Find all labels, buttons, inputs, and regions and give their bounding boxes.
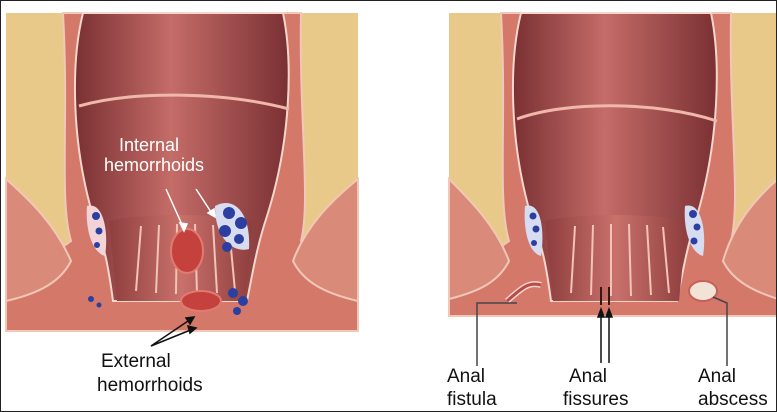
abscess-pocket (689, 281, 717, 301)
fissure-pointers (598, 309, 612, 363)
internal-hemorrhoids-label-line1: Internal (119, 135, 179, 156)
anal-fissures-label-line2: fissures (563, 389, 628, 411)
external-hemorrhoid (181, 291, 221, 311)
anal-fistula-label-line2: fistula (447, 389, 497, 411)
anal-fistula-label-line1: Anal (447, 366, 485, 388)
internal-hemorrhoid (171, 229, 203, 273)
internal-hemorrhoids-label-line2: hemorrhoids (104, 155, 204, 176)
external-hemorrhoids-label-line1: External (101, 351, 171, 373)
anal-conditions-panel: Anal fistula Anal fissures Anal abscess (441, 1, 777, 411)
anal-abscess-label-line2: abscess (698, 389, 768, 411)
anal-fissures-label-line1: Anal (569, 366, 607, 388)
hemorrhoids-illustration (1, 1, 386, 411)
anal-abscess-label-line1: Anal (698, 366, 736, 388)
hemorrhoids-panel: Internal hemorrhoids External hemorrhoid… (1, 1, 386, 411)
anal-conditions-illustration (441, 1, 777, 411)
external-hemorrhoids-label-line2: hemorrhoids (97, 375, 203, 397)
